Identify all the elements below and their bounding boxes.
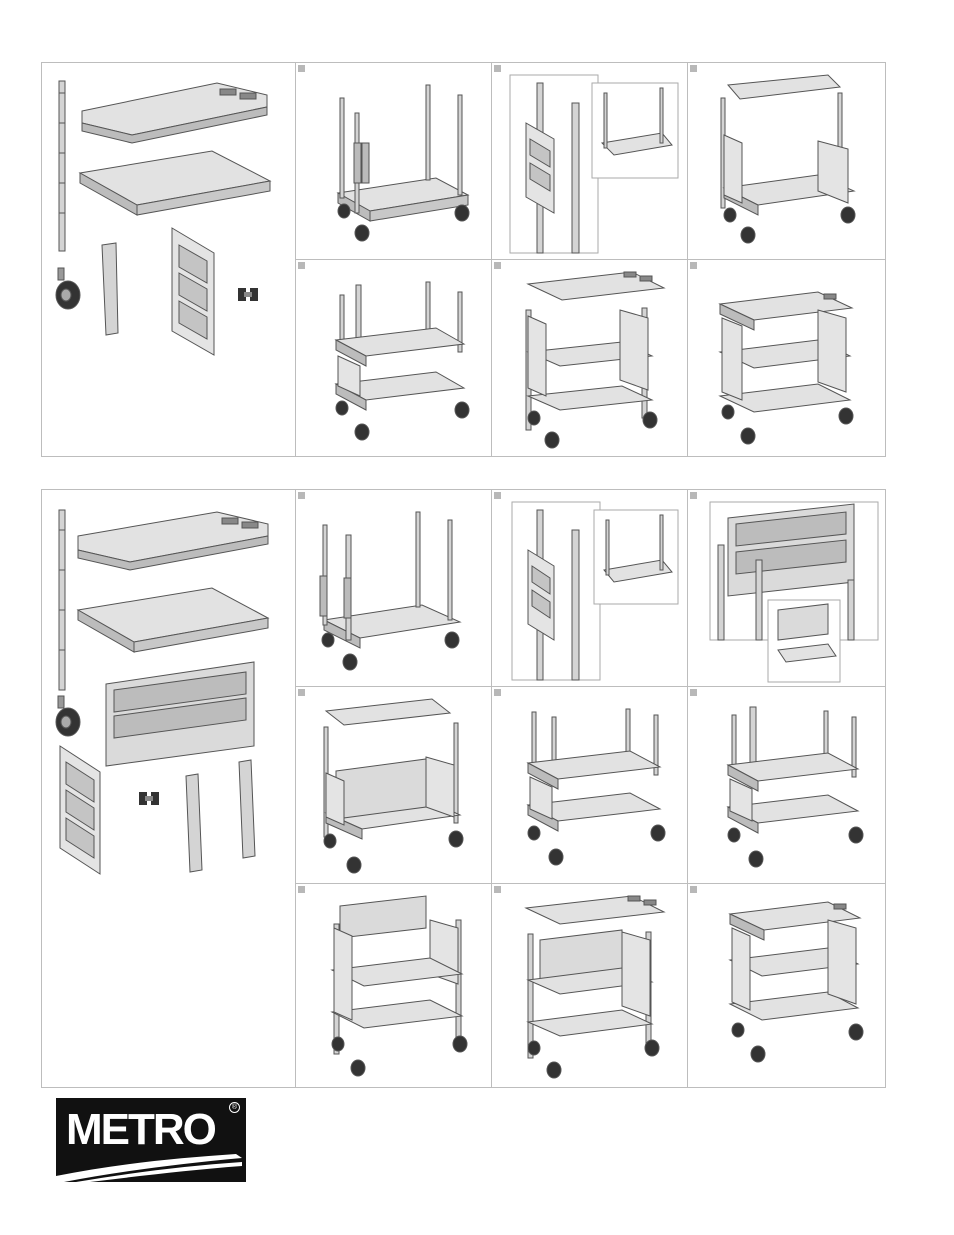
sheet1-step-5 <box>491 259 688 457</box>
sheet2-step-5 <box>491 686 688 884</box>
step-marker <box>298 262 305 269</box>
add-top-shelf-icon <box>524 895 666 1079</box>
logo-swoosh-icon <box>56 1154 242 1182</box>
sheet2-step-8 <box>491 883 688 1088</box>
add-second-shelf-icon <box>323 698 464 874</box>
add-top-shelf-icon <box>525 271 666 449</box>
back-panel-icon <box>105 661 255 767</box>
top-shelf-icon <box>81 82 268 144</box>
cart-base-with-posts-icon <box>319 511 462 671</box>
attach-end-panel-icon <box>509 74 679 254</box>
add-upper-back-panel-icon <box>330 895 468 1077</box>
insert-upper-posts-icon <box>726 706 864 868</box>
completed-cart-icon <box>718 291 854 445</box>
step-marker <box>690 65 697 72</box>
shelf-icon <box>76 587 270 653</box>
post-icon <box>58 509 66 691</box>
sheet2-step-7 <box>295 883 492 1088</box>
step-marker <box>494 262 501 269</box>
post-sleeve-icon <box>101 242 119 336</box>
sheet2-step-1 <box>295 490 492 686</box>
attach-end-panel-icon <box>511 501 679 681</box>
step-marker <box>494 65 501 72</box>
registered-mark: ® <box>229 1102 240 1113</box>
assembly-sheet-2 <box>41 489 886 1088</box>
assembly-sheet-1 <box>41 62 886 457</box>
end-panel-icon <box>171 227 215 356</box>
parts-list-2 <box>55 509 270 875</box>
sheet1-step-2 <box>491 63 688 259</box>
step-marker <box>690 886 697 893</box>
sheet2-step-9 <box>687 883 886 1088</box>
step-marker <box>298 689 305 696</box>
step-marker <box>494 886 501 893</box>
caster-icon <box>55 267 81 310</box>
sheet1-step-4 <box>295 259 492 457</box>
parts-list-1 <box>55 80 272 356</box>
step-marker <box>690 262 697 269</box>
sheet1-step-6 <box>687 259 886 457</box>
completed-cart-icon <box>728 901 864 1063</box>
sheet2-step-4 <box>295 686 492 884</box>
shelf-icon <box>78 150 272 216</box>
metro-logo: METRO ® <box>56 1098 246 1182</box>
end-panel-icon <box>59 745 101 875</box>
step-marker <box>690 492 697 499</box>
step-marker <box>298 65 305 72</box>
step-marker <box>494 492 501 499</box>
caster-icon <box>55 695 81 737</box>
cart-base-with-posts-icon <box>336 84 470 242</box>
brand-name: METRO <box>66 1105 217 1154</box>
attach-back-panel-icon <box>709 501 879 683</box>
two-shelf-frame-icon <box>526 708 666 866</box>
clip-icon <box>139 792 159 805</box>
sheet2-step-2 <box>491 490 688 686</box>
sheet1-step-3 <box>687 63 886 259</box>
post-icon <box>58 80 66 252</box>
sheet1-step-1 <box>295 63 492 259</box>
step-marker <box>298 492 305 499</box>
clip-icon <box>238 288 258 301</box>
sheet2-step-6 <box>687 686 886 884</box>
step-marker <box>494 689 501 696</box>
step-marker <box>298 886 305 893</box>
add-second-shelf-icon <box>720 74 856 244</box>
sheet2-step-3 <box>687 490 886 686</box>
post-sleeve-icon <box>185 759 256 873</box>
step-marker <box>690 689 697 696</box>
top-shelf-icon <box>77 511 269 571</box>
insert-upper-posts-icon <box>334 281 470 441</box>
